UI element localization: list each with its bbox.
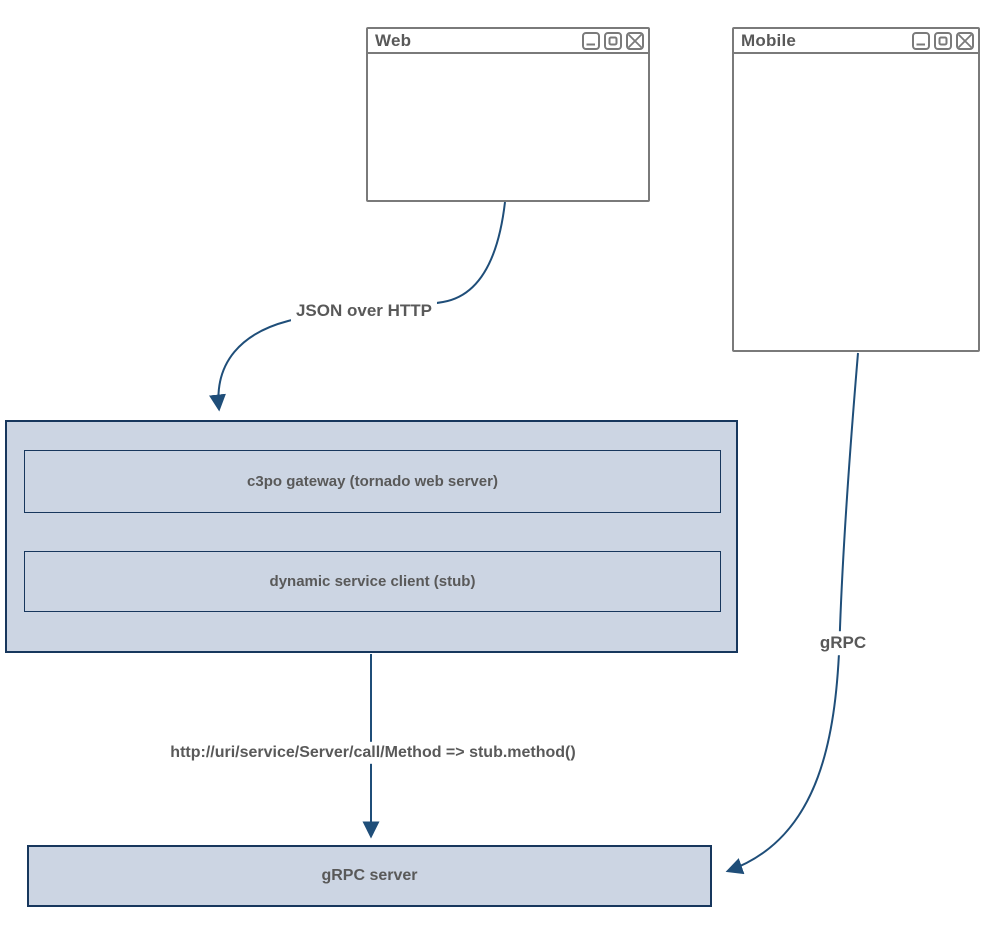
- maximize-icon: [604, 31, 622, 50]
- web-window-titlebar: Web: [368, 29, 648, 54]
- close-icon: [626, 31, 644, 50]
- edge-mobile-to-server: [725, 352, 859, 875]
- edge-label-json-over-http: JSON over HTTP: [290, 299, 438, 323]
- mobile-window-controls: [912, 31, 974, 50]
- minimize-icon: [582, 31, 600, 50]
- mobile-window-titlebar: Mobile: [734, 29, 978, 54]
- mobile-window-title: Mobile: [741, 31, 797, 50]
- edge-label-url-mapping: http://uri/service/Server/call/Method =>…: [165, 741, 581, 765]
- edge-label-grpc: gRPC: [814, 631, 872, 655]
- gateway-container-box: c3po gateway (tornado web server) dynami…: [5, 420, 738, 653]
- web-window: Web: [366, 27, 650, 202]
- gateway-layer-stub: dynamic service client (stub): [24, 551, 721, 612]
- web-window-controls: [582, 31, 644, 50]
- web-window-title: Web: [375, 31, 412, 50]
- grpc-server-box: gRPC server: [27, 845, 712, 907]
- close-icon: [956, 31, 974, 50]
- maximize-icon: [934, 31, 952, 50]
- minimize-icon: [912, 31, 930, 50]
- gateway-layer-c3po: c3po gateway (tornado web server): [24, 450, 721, 513]
- mobile-window: Mobile: [732, 27, 980, 352]
